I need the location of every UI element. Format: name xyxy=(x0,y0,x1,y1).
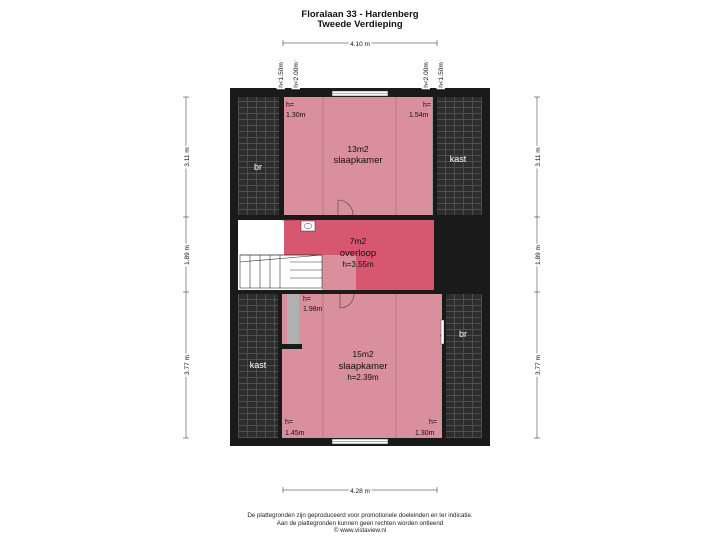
room-bottom-bedroom xyxy=(280,294,442,438)
label-kast-top-right: kast xyxy=(450,154,467,164)
dim-h200-left: h<2.00m xyxy=(293,62,300,87)
bottom-bedroom-h-br-a: h= xyxy=(429,419,437,426)
footer-line-1: De plattegronden zijn geproduceerd voor … xyxy=(247,512,473,519)
bottom-bedroom-h-bl-b: 1.45m xyxy=(285,430,305,437)
roof-left-top xyxy=(238,97,280,215)
dim-right-top: 3.11 m xyxy=(535,147,542,166)
roof-right-bottom xyxy=(446,294,482,438)
bottom-bedroom-area: 15m2 xyxy=(352,349,374,359)
bottom-bedroom-h-bl-a: h= xyxy=(285,419,293,426)
bottom-bedroom-h-br-b: 1.30m xyxy=(415,430,435,437)
landing-name: overloop xyxy=(340,248,376,259)
dim-h150-left: h<1.50m xyxy=(278,62,285,87)
dim-h150-right: h<1.50m xyxy=(438,62,445,87)
page-title: Floralaan 33 - Hardenberg xyxy=(301,9,419,20)
dim-right-mid: 1.89 m xyxy=(535,245,542,265)
room-top-bedroom xyxy=(284,97,435,215)
roof-right-top xyxy=(437,97,482,215)
dim-left-bottom: 3.77 m xyxy=(184,355,191,375)
landing-area: 7m2 xyxy=(350,236,367,246)
dim-left-mid: 1.89 m xyxy=(184,245,191,265)
dim-right-bottom: 3.77 m xyxy=(535,355,542,375)
label-kast-bottom-left: kast xyxy=(250,360,267,370)
label-br-bottom-right: br xyxy=(459,329,467,339)
label-br-top-left: br xyxy=(254,162,262,172)
dim-left-top: 3.11 m xyxy=(184,147,191,166)
roof-left-bottom xyxy=(238,294,278,438)
top-bedroom-h-left-a: h= xyxy=(286,102,294,109)
bottom-bedroom-h-top-b: 1.98m xyxy=(303,306,323,313)
footer-line-2: Aan de plattegronden kunnen geen rechten… xyxy=(276,519,444,527)
top-bedroom-h-left-b: 1.30m xyxy=(286,112,306,119)
top-bedroom-h-right-b: 1.54m xyxy=(409,112,429,119)
top-bedroom-area: 13m2 xyxy=(347,144,369,154)
interior-walls xyxy=(230,97,490,438)
page-subtitle: Tweede Verdieping xyxy=(317,19,403,30)
top-bedroom-h-right-a: h= xyxy=(423,102,431,109)
top-bedroom-name: slaapkamer xyxy=(333,155,382,166)
landing-height: h=3.55m xyxy=(342,260,374,269)
staircase xyxy=(239,254,323,289)
windows xyxy=(331,90,389,445)
dim-bottom-width: 4.28 m xyxy=(350,488,370,495)
closet-strip xyxy=(287,294,299,344)
bottom-bedroom-height: h=2.39m xyxy=(347,373,379,382)
footer-line-3: © www.vistaview.nl xyxy=(333,527,387,534)
dim-h200-right: h<2.00m xyxy=(423,62,430,87)
dimension-lines xyxy=(183,40,540,493)
dim-top-width: 4.10 m xyxy=(350,41,370,48)
bottom-bedroom-name: slaapkamer xyxy=(338,361,387,372)
sink-icon xyxy=(300,220,316,232)
bottom-bedroom-h-top-a: h= xyxy=(303,296,311,303)
